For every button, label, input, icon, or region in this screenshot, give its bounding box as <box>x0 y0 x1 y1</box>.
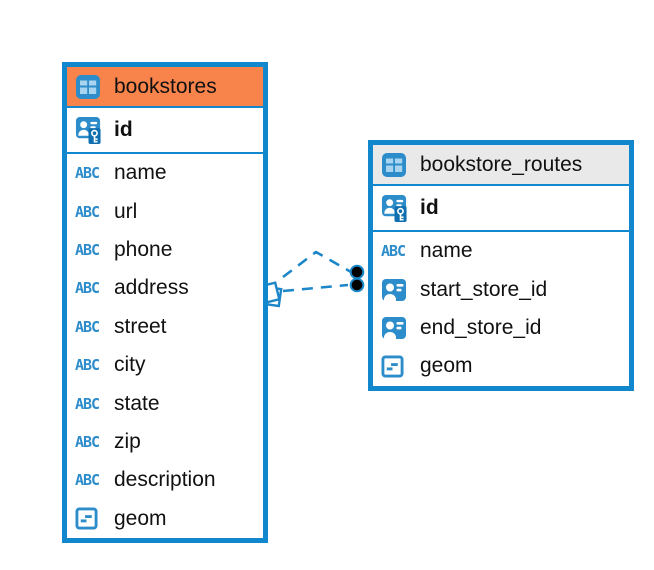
text-type-icon: ABC <box>381 242 406 261</box>
text-type-icon: ABC <box>75 202 100 221</box>
text-type-icon: ABC <box>75 471 100 490</box>
entity-title: bookstore_routes <box>420 152 583 176</box>
column-name: start_store_id <box>420 277 548 301</box>
foreign-key-icon <box>381 316 411 340</box>
text-type-icon: ABC <box>75 317 100 336</box>
primary-key-icon <box>75 116 105 145</box>
column-row-name[interactable]: ABC name <box>67 154 263 193</box>
column-row-state[interactable]: ABC state <box>67 384 263 423</box>
geometry-type-icon <box>75 507 105 530</box>
column-row-zip[interactable]: ABC zip <box>67 422 263 462</box>
column-name: description <box>114 468 216 492</box>
column-name: name <box>114 161 167 185</box>
foreign-key-icon <box>381 278 411 302</box>
column-row-address[interactable]: ABC address <box>67 269 263 308</box>
primary-key-icon <box>381 194 411 223</box>
entity-columns: ABC name ABC url ABC phone ABC address A… <box>67 154 263 538</box>
table-icon <box>381 152 411 178</box>
column-name: phone <box>114 237 173 261</box>
entity-bookstores[interactable]: bookstores id A <box>62 62 268 543</box>
text-type-icon: ABC <box>75 394 100 413</box>
column-row-geom[interactable]: geom <box>67 499 263 538</box>
column-name: street <box>114 314 167 338</box>
column-row-name[interactable]: ABC name <box>373 232 629 271</box>
table-icon <box>75 74 105 100</box>
column-name: state <box>114 391 160 415</box>
column-name: id <box>420 196 439 219</box>
column-row-city[interactable]: ABC city <box>67 345 263 385</box>
geometry-type-icon <box>381 355 411 378</box>
column-name: address <box>114 276 189 300</box>
column-row-url[interactable]: ABC url <box>67 192 263 231</box>
column-name: end_store_id <box>420 315 542 339</box>
entity-bookstore-routes[interactable]: bookstore_routes id <box>368 140 634 391</box>
column-row-id[interactable]: id <box>67 108 263 154</box>
column-name: geom <box>114 506 167 530</box>
relationship-target-marker-dots[interactable] <box>349 264 365 293</box>
column-name: name <box>420 239 473 263</box>
column-row-start-store-id[interactable]: start_store_id <box>373 270 629 309</box>
relationship-line-lower[interactable] <box>282 283 349 293</box>
entity-bookstores-header[interactable]: bookstores <box>67 67 263 108</box>
column-row-id[interactable]: id <box>373 186 629 232</box>
entity-bookstore-routes-header[interactable]: bookstore_routes <box>373 145 629 186</box>
column-row-street[interactable]: ABC street <box>67 307 263 346</box>
column-row-description[interactable]: ABC description <box>67 461 263 500</box>
text-type-icon: ABC <box>75 164 100 183</box>
column-name: geom <box>420 354 473 378</box>
column-name: url <box>114 199 138 223</box>
column-row-end-store-id[interactable]: end_store_id <box>373 308 629 348</box>
entity-title: bookstores <box>114 74 217 98</box>
column-name: id <box>114 118 133 141</box>
column-name: city <box>114 353 146 377</box>
column-row-phone[interactable]: ABC phone <box>67 230 263 270</box>
column-name: zip <box>114 429 141 453</box>
relationship-line-upper[interactable] <box>282 250 352 279</box>
text-type-icon: ABC <box>75 356 100 375</box>
text-type-icon: ABC <box>75 240 100 259</box>
entity-columns: ABC name start_store_id <box>373 232 629 386</box>
text-type-icon: ABC <box>75 432 100 451</box>
column-row-geom[interactable]: geom <box>373 347 629 386</box>
text-type-icon: ABC <box>75 279 100 298</box>
